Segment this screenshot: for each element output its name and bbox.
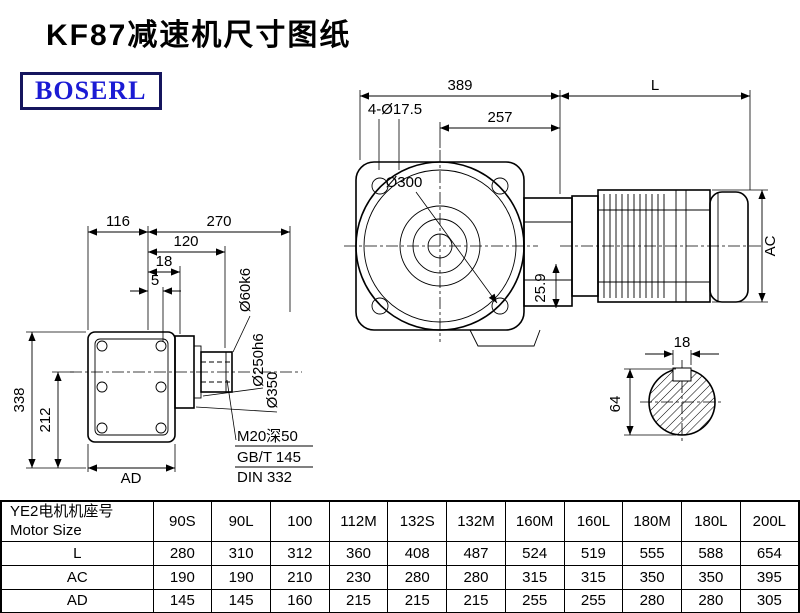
dim-18-side-label: 18	[156, 253, 173, 270]
cell: 350	[622, 564, 682, 590]
motor-fins	[603, 194, 665, 298]
gearbox-housing	[87, 331, 176, 443]
cell: 524	[504, 540, 565, 566]
bottom-bracket	[469, 329, 541, 347]
cell: 210	[269, 564, 330, 590]
col-header: 180L	[680, 500, 741, 542]
cell: 315	[504, 564, 565, 590]
table-corner-cell: YE2电机机座号 Motor Size	[0, 500, 154, 542]
dim-64-label: 64	[607, 396, 624, 413]
bolt-hole	[491, 297, 509, 315]
cell: 280	[446, 564, 506, 590]
cell: 280	[387, 564, 448, 590]
col-header: 132S	[387, 500, 448, 542]
dim-AC-label: AC	[762, 235, 779, 256]
dim-25-9-label: 25.9	[532, 273, 549, 302]
row-label: AD	[0, 588, 154, 613]
dim-18-key-label: 18	[674, 334, 691, 351]
cell: 555	[622, 540, 682, 566]
dim-389-label: 389	[447, 77, 472, 94]
bolt-hole	[371, 177, 389, 195]
cell: 145	[211, 588, 271, 613]
cell: 305	[739, 588, 800, 613]
row-label: AC	[0, 564, 154, 590]
dim-120-label: 120	[173, 233, 198, 250]
keyway	[672, 367, 692, 382]
cell: 315	[563, 564, 624, 590]
cell: 519	[563, 540, 624, 566]
cell: 310	[211, 540, 271, 566]
cell: 190	[152, 564, 213, 590]
header-cn: YE2电机机座号	[10, 503, 114, 521]
cell: 190	[211, 564, 271, 590]
front-view: 389 L 257 4-Ø17.5 Ø300 25.9 AC	[344, 77, 779, 347]
cell: 487	[446, 540, 506, 566]
col-header: 200L	[739, 500, 800, 542]
cell: 160	[269, 588, 330, 613]
table-row-L: L 280 310 312 360 408 487 524 519 555 58…	[0, 540, 800, 566]
table-row-AD: AD 145 145 160 215 215 215 255 255 280 2…	[0, 588, 800, 613]
technical-drawing: 338 212 116 270 120 18 5 Ø60k6	[11, 77, 779, 487]
cell: 215	[328, 588, 389, 613]
cell: 215	[446, 588, 506, 613]
flange-diameter-side-label: Ø350	[264, 372, 281, 409]
table-header-row: YE2电机机座号 Motor Size 90S 90L 100 112M 132…	[0, 500, 800, 542]
cell: 230	[328, 564, 389, 590]
output-shaft	[200, 351, 233, 393]
housing-inner	[94, 338, 169, 436]
cell: 145	[152, 588, 213, 613]
side-view: 338 212 116 270 120 18 5 Ø60k6	[11, 213, 313, 487]
dim-5-label: 5	[151, 272, 159, 289]
col-header: 180M	[622, 500, 682, 542]
bolt-hole	[371, 297, 389, 315]
dim-AD-label: AD	[121, 470, 142, 487]
cell: 312	[269, 540, 330, 566]
fan-cover	[709, 191, 749, 303]
flange-diameter-front-label: Ø300	[386, 174, 423, 191]
cell: 408	[387, 540, 448, 566]
shaft-end-section: 18 64	[607, 334, 724, 444]
cell: 350	[680, 564, 741, 590]
shaft-bore-label: Ø60k6	[237, 268, 254, 312]
tap-hole-label: M20深50	[237, 428, 298, 445]
cell: 215	[387, 588, 448, 613]
cell: 280	[622, 588, 682, 613]
cell: 280	[680, 588, 741, 613]
col-header: 160L	[563, 500, 624, 542]
header-en: Motor Size	[10, 522, 82, 540]
page-title: KF87减速机尺寸图纸	[46, 19, 352, 52]
dim-257-label: 257	[487, 109, 512, 126]
col-header: 112M	[328, 500, 389, 542]
col-header: 90L	[211, 500, 271, 542]
cell: 255	[563, 588, 624, 613]
dim-L-label: L	[651, 77, 659, 94]
cell: 654	[739, 540, 800, 566]
cell: 395	[739, 564, 800, 590]
din-standard-label: DIN 332	[237, 469, 292, 486]
dim-116-label: 116	[106, 213, 130, 230]
col-header: 100	[269, 500, 330, 542]
cell: 360	[328, 540, 389, 566]
boserl-logo: BOSERL	[20, 72, 162, 110]
gb-standard-label: GB/T 145	[237, 449, 301, 466]
motor-size-table: YE2电机机座号 Motor Size 90S 90L 100 112M 132…	[0, 500, 800, 613]
dim-212-label: 212	[37, 407, 54, 432]
cell: 588	[680, 540, 741, 566]
cell: 280	[152, 540, 213, 566]
row-label: L	[0, 540, 154, 566]
col-header: 90S	[152, 500, 213, 542]
dim-338-label: 338	[11, 387, 28, 412]
col-header: 132M	[446, 500, 506, 542]
bolt-holes-label: 4-Ø17.5	[368, 101, 422, 118]
spigot-diameter-label: Ø250h6	[250, 333, 267, 386]
cell: 255	[504, 588, 565, 613]
dim-270-label: 270	[206, 213, 231, 230]
bolt-hole	[491, 177, 509, 195]
table-row-AC: AC 190 190 210 230 280 280 315 315 350 3…	[0, 564, 800, 590]
col-header: 160M	[504, 500, 565, 542]
